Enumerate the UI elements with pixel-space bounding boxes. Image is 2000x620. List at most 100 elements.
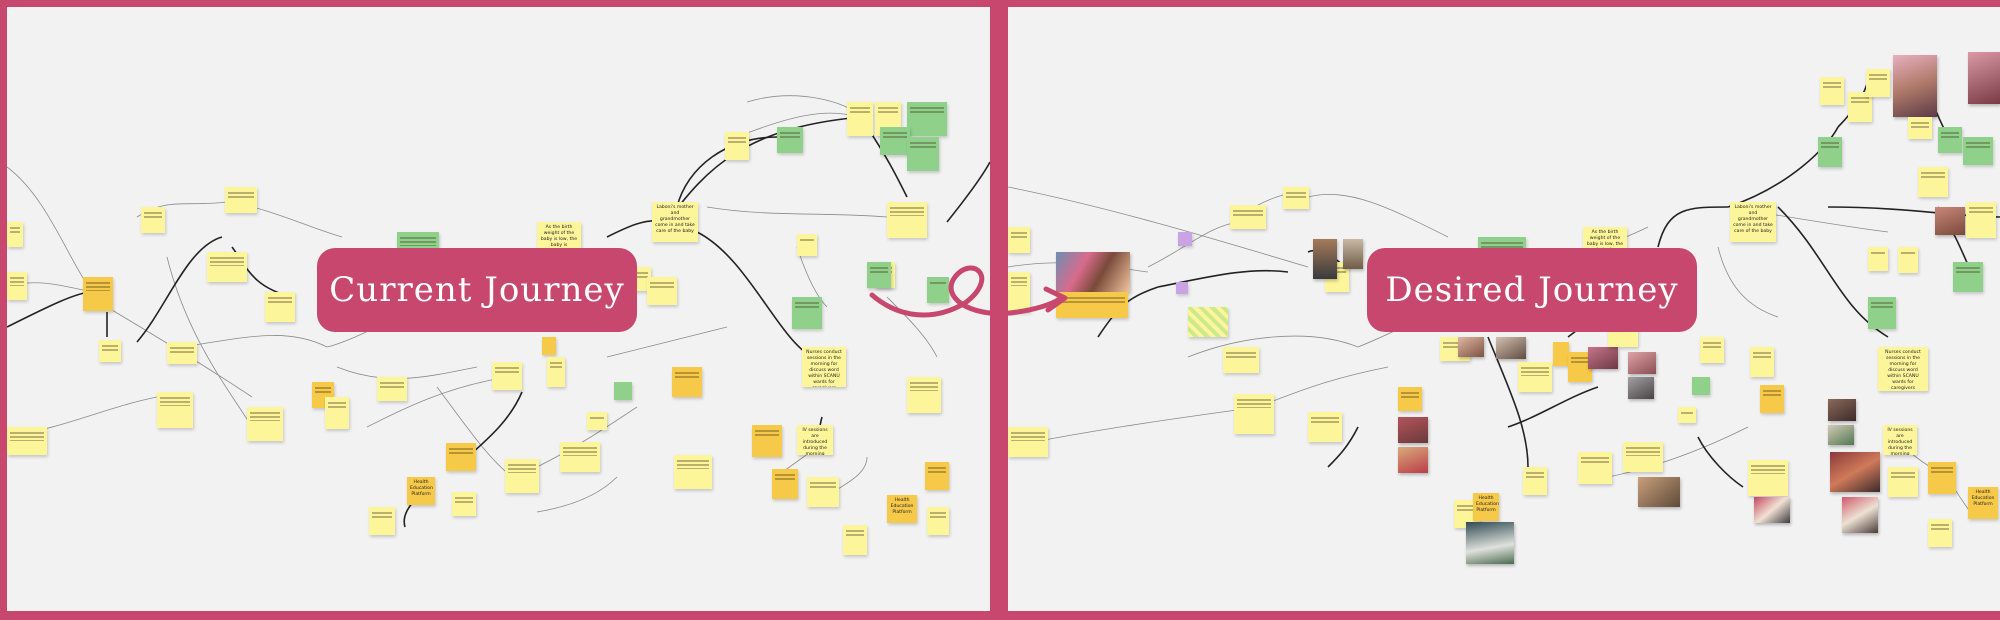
note-health-platform-left-2: Health Education Platform: [890, 498, 914, 515]
sticky-note: [1953, 262, 1983, 292]
photo-thumbnail: [1830, 452, 1880, 492]
sticky-note: [542, 337, 556, 355]
sticky-note: [1283, 187, 1309, 209]
sticky-note: [505, 459, 539, 493]
sticky-note: [925, 462, 949, 490]
photo-thumbnail: [1935, 207, 1965, 235]
sticky-note: [1188, 307, 1228, 337]
sticky-note: [587, 412, 607, 430]
sticky-note: [369, 507, 395, 535]
sticky-note: [927, 507, 949, 535]
sticky-note: [867, 262, 891, 288]
sticky-note: [1230, 205, 1266, 229]
photo-thumbnail: [1313, 239, 1337, 279]
sticky-note: [777, 127, 803, 153]
photo-thumbnail: [1754, 497, 1790, 523]
sticky-note: [1938, 127, 1962, 153]
sticky-note: [907, 377, 941, 413]
sticky-note: [887, 202, 927, 238]
sticky-note: [1176, 282, 1188, 294]
sticky-note: [772, 469, 798, 499]
desired-journey-label: Desired Journey: [1367, 248, 1697, 332]
sticky-note: [674, 455, 712, 489]
current-journey-label: Current Journey: [317, 248, 637, 332]
photo-thumbnail: [1828, 399, 1856, 421]
photo-thumbnail: [1842, 497, 1878, 533]
patient-photo: [1056, 252, 1130, 292]
sticky-note: Laboni's mother and grandmother come in …: [652, 202, 698, 242]
photo-thumbnail: [1628, 352, 1656, 374]
note-laboni-care-left: Laboni's mother and grandmother come in …: [655, 205, 695, 234]
photo-thumbnail: [1893, 55, 1937, 117]
sticky-note: [614, 382, 632, 400]
photo-thumbnail: [1398, 447, 1428, 473]
sticky-note: [99, 340, 121, 362]
curved-arrow-icon: [869, 265, 1068, 318]
sticky-note: IV sessions are introduced during the mo…: [797, 425, 833, 455]
sticky-note: [847, 102, 873, 136]
sticky-note: Health Education Platform: [1473, 493, 1499, 521]
sticky-note: [1928, 462, 1956, 494]
sticky-note: [1008, 272, 1030, 312]
photo-thumbnail: [1458, 337, 1484, 357]
sticky-note: [446, 443, 476, 471]
sticky-note: [797, 234, 817, 256]
sticky-note: [1678, 407, 1696, 423]
photo-thumbnail: [1968, 52, 2000, 104]
photo-thumbnail: [1398, 417, 1428, 443]
sticky-note: [1963, 137, 1993, 165]
sticky-note: [7, 272, 27, 300]
sticky-note: [1518, 362, 1552, 392]
sticky-note: [1750, 347, 1774, 377]
photo-thumbnail: [1466, 522, 1514, 564]
note-health-platform-left: Health Education Platform: [410, 480, 433, 497]
sticky-note: [1760, 385, 1784, 413]
note-health-platform-right-2: Health Education Platform: [1971, 490, 1995, 507]
sticky-note: Nurses conduct sessions in the morning f…: [1878, 347, 1928, 391]
sticky-note: Health Education Platform: [407, 477, 435, 505]
sticky-note: [492, 362, 522, 390]
photo-thumbnail: [1496, 337, 1526, 359]
sticky-note: [1868, 247, 1888, 271]
sticky-note: [1928, 519, 1952, 547]
sticky-note: [547, 357, 565, 387]
sticky-note: [1700, 337, 1724, 363]
sticky-note: [1056, 292, 1128, 318]
sticky-note: [1692, 377, 1710, 395]
photo-thumbnail: [1828, 425, 1854, 445]
note-iv-sessions-left: IV sessions are introduced during the mo…: [802, 428, 828, 455]
sticky-note: Laboni's mother and grandmother come in …: [1730, 202, 1776, 242]
sticky-note: [452, 492, 476, 516]
sticky-note: IV sessions are introduced during the mo…: [1883, 425, 1917, 455]
sticky-note: [247, 407, 283, 441]
sticky-note: [1578, 452, 1612, 484]
sticky-note: [792, 297, 822, 329]
sticky-note: [672, 367, 702, 397]
desired-journey-board: Health Education Platform As the birth w…: [1008, 7, 2000, 611]
sticky-note: [907, 102, 947, 136]
sticky-note: [225, 187, 257, 213]
photo-thumbnail: [1628, 377, 1654, 399]
sticky-note: [325, 397, 349, 429]
sticky-note: [207, 252, 247, 282]
photo-thumbnail: [1588, 347, 1618, 369]
sticky-note: [1008, 227, 1030, 253]
sticky-note: [907, 137, 939, 171]
sticky-note: [1523, 467, 1547, 495]
sticky-note: [1898, 247, 1918, 273]
sticky-note: [1178, 232, 1192, 246]
sticky-note: [1234, 394, 1274, 434]
sticky-note: Nurses conduct sessions in the morning f…: [802, 347, 846, 387]
sticky-note: [560, 442, 600, 472]
sticky-note: [1868, 297, 1896, 329]
sticky-note: [265, 292, 295, 322]
sticky-note: Health Education Platform: [1968, 487, 1998, 519]
sticky-note: [7, 222, 23, 247]
sticky-note: [880, 127, 910, 155]
sticky-note: [927, 277, 949, 303]
sticky-note: [1748, 460, 1788, 496]
sticky-note: [377, 377, 407, 401]
sticky-note: [752, 425, 782, 457]
sticky-note: [1308, 412, 1342, 442]
sticky-note: [843, 525, 867, 555]
